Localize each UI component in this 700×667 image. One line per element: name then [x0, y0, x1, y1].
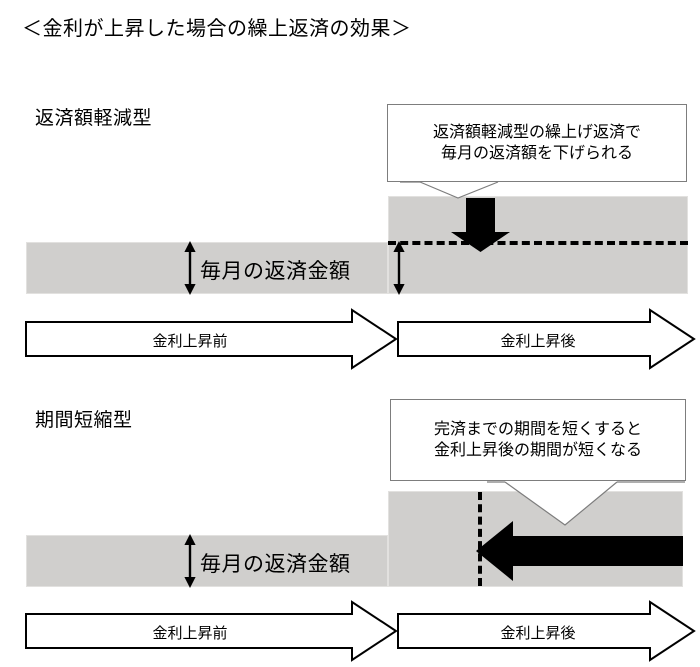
- callout-line-2: 毎月の返済額を下げられる: [440, 145, 633, 162]
- chevron-after-1: [397, 308, 696, 370]
- callout-line-1: 完済までの期間を短くすると: [433, 420, 642, 438]
- section-label-term-reduction: 期間短縮型: [35, 410, 133, 431]
- chevron-before-1: [25, 308, 398, 370]
- measure-label-payment-reduction: 毎月の返済金額: [200, 260, 351, 283]
- callout-line-1: 返済額軽減型の繰上げ返済で: [432, 123, 641, 141]
- timeline-payment-reduction: 金利上昇前 金利上昇後: [0, 308, 700, 370]
- dashed-line-icon-payment-reduction: [388, 241, 688, 245]
- timeline-label-before-1: 金利上昇前: [152, 333, 228, 350]
- bar-after-payment-reduction: [388, 196, 688, 294]
- callout-payment-reduction: 返済額軽減型の繰上げ返済で 毎月の返済額を下げられる: [387, 104, 687, 182]
- callout-term-reduction: 完済までの期間を短くすると 金利上昇後の期間が短くなる: [390, 399, 686, 481]
- measure-label-term-reduction: 毎月の返済金額: [200, 553, 351, 576]
- page-title: ＜金利が上昇した場合の繰上返済の効果＞: [22, 18, 412, 40]
- section-label-payment-reduction: 返済額軽減型: [35, 108, 153, 129]
- timeline-label-after-2: 金利上昇後: [500, 625, 576, 642]
- chevron-after-2: [397, 600, 696, 662]
- timeline-label-after-1: 金利上昇後: [500, 333, 576, 350]
- vertical-dashed-line-icon-term-reduction: [478, 492, 482, 586]
- callout-tail-term-reduction: [487, 481, 685, 526]
- timeline-label-before-2: 金利上昇前: [152, 625, 228, 642]
- bar-before-payment-reduction: [26, 242, 388, 294]
- chevron-before-2: [25, 600, 398, 662]
- callout-line-2: 金利上昇後の期間が短くなる: [433, 442, 642, 459]
- timeline-term-reduction: 金利上昇前 金利上昇後: [0, 600, 700, 662]
- bar-before-term-reduction: [26, 535, 388, 587]
- callout-tail-payment-reduction: [400, 181, 499, 199]
